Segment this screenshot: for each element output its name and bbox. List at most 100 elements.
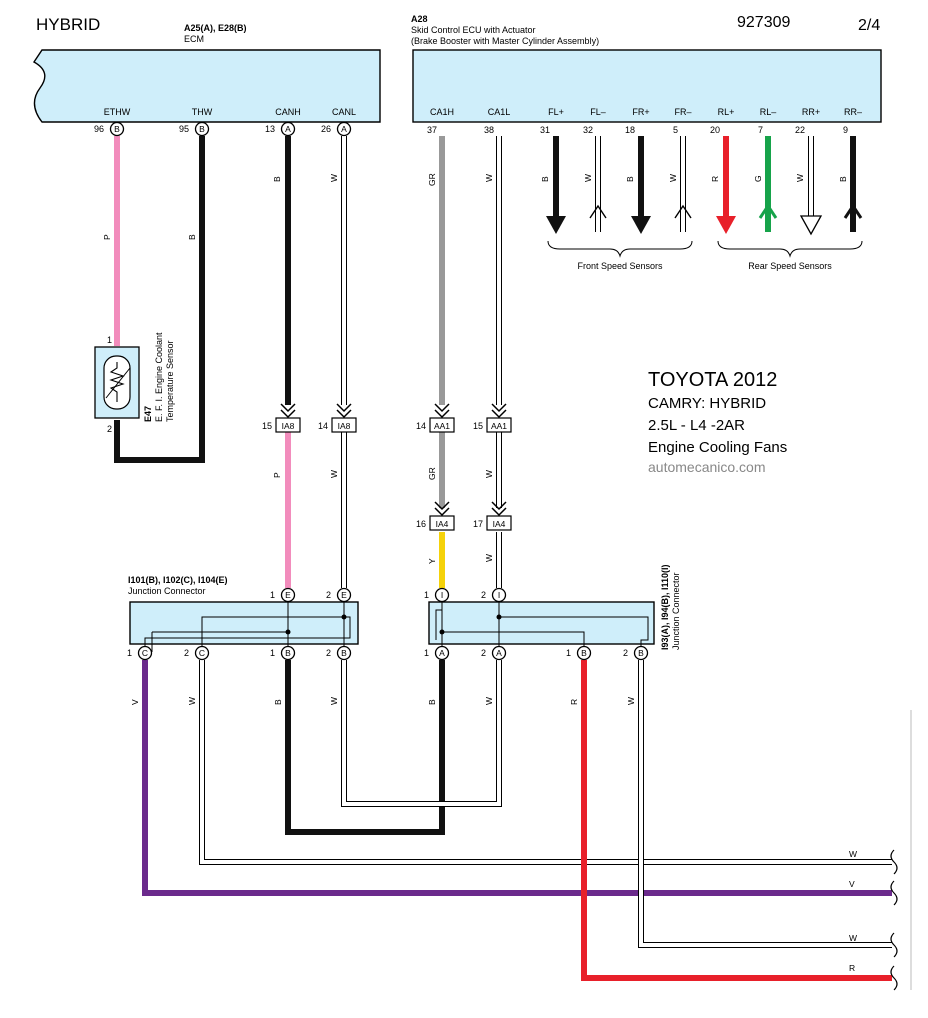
skid-pin-label: RL+ [718,107,735,117]
pin-number: 2 [326,590,331,600]
wire-white [639,660,892,947]
wire-label: B [187,234,197,240]
pin-number: 32 [583,125,593,135]
wire-red [581,660,892,981]
skid-name: Skid Control ECU with Actuator [411,25,536,35]
wire-label: GR [427,467,437,480]
skid-pin-label: RL– [760,107,777,117]
junction-left-sub: Junction Connector [128,586,206,596]
pin-number: 2 [481,590,486,600]
pin-connector-letter: A [341,124,347,134]
sensor-code: E47 [143,406,153,422]
sensor-pin-2: 2 [107,424,112,434]
wire-label: R [710,176,720,182]
bus-line [144,616,351,652]
pin-circle [434,587,450,603]
sensor-name-line2: Temperature Sensor [165,340,175,422]
sensor-pin-1: 1 [107,335,112,345]
wire-label: P [102,234,112,240]
inline-connector-box [429,515,455,531]
wire-label: B [625,176,635,182]
skid-pins: 37 38 31 32 18 5 20 7 22 9 [427,125,848,135]
rear-sensor-brace [717,240,863,258]
pin-connector-letter: B [341,648,347,658]
chevron-down-icon [491,507,507,517]
info-make-year: TOYOTA 2012 [648,369,777,391]
break-mark [890,880,898,906]
bus-line [442,631,585,652]
chevron-down-icon [280,403,296,413]
inline-connector-box [275,417,301,433]
pin-circle [491,645,507,661]
pin-connector-letter: A [285,124,291,134]
sensor-name-line1: E. F. I. Engine Coolant [154,332,164,422]
pin-number: 1 [127,648,132,658]
wire-label: B [273,699,283,705]
ecm-pin-label: THW [192,107,213,117]
break-mark [890,849,898,875]
wire-label: V [130,699,140,705]
junction-right-sub: Junction Connector [671,572,681,650]
pin-circle [336,121,352,137]
wire-label: W [484,554,494,562]
pin-number: 95 [179,124,189,134]
wire-label: G [753,175,763,182]
pin-number: 96 [94,124,104,134]
pin-connector-letter: I [441,590,443,600]
wire-label: B [272,176,282,182]
pin-connector-letter: B [581,648,587,658]
inline-connector-box [331,417,357,433]
splice-dot [341,614,347,620]
pin-number: 1 [424,648,429,658]
speed-sensor-arrows [546,203,863,236]
pin-connector-letter: B [199,124,205,134]
junction-left-title: I101(B), I102(C), I104(E) [128,575,228,585]
pin-number: 18 [625,125,635,135]
pin-circle [633,645,649,661]
bus-line [435,609,442,640]
break-mark [890,965,898,991]
pin-connector-letter: I [498,590,500,600]
pin-circle [280,587,296,603]
ecm-box [32,49,381,123]
wire-label: W [484,697,494,705]
skid-pin-label: FL– [590,107,606,117]
pin-circle [109,121,125,137]
pin-number: 1 [566,648,571,658]
junction-right-title: I93(A), I94(B), I110(I) [660,564,670,650]
skid-pin-label: FL+ [548,107,564,117]
wire-color-labels: P B B W GR W B W B W R G W B P W GR W Y … [102,173,857,973]
wire-white-outline [638,660,892,948]
splice-dot [439,629,445,635]
inline-pin-number: 15 [473,421,483,431]
skid-pin-label: CA1H [430,107,454,117]
ecm-name: ECM [184,34,204,44]
wire-label: W [329,174,339,182]
skid-pin-label: CA1L [488,107,511,117]
chevron-down-icon [434,501,450,511]
pin-circle [137,645,153,661]
chevron-down-icon [434,507,450,517]
arrow-up-icon [843,203,863,219]
info-model: CAMRY: HYBRID [648,395,766,412]
ecm-pin-label: CANL [332,107,356,117]
arrow-down-icon [716,216,736,234]
skid-code: A28 [411,14,428,24]
pin-circle [280,645,296,661]
wire-label: B [540,176,550,182]
pin-number: 7 [758,125,763,135]
inline-connector-name: IA4 [493,519,506,529]
pin-circle [434,645,450,661]
inline-connector-box [486,417,512,433]
chevron-down-icon [434,409,450,419]
chevron-down-icon [280,409,296,419]
pin-connector-letter: E [285,590,291,600]
rear-speed-sensors-label: Rear Speed Sensors [748,261,832,271]
pin-circle [280,121,296,137]
arrow-down-icon [631,216,651,234]
inline-pin-number: 15 [262,421,272,431]
wire-label: B [427,699,437,705]
skid-pin-label: FR– [674,107,691,117]
pin-connector-letter: A [439,648,445,658]
